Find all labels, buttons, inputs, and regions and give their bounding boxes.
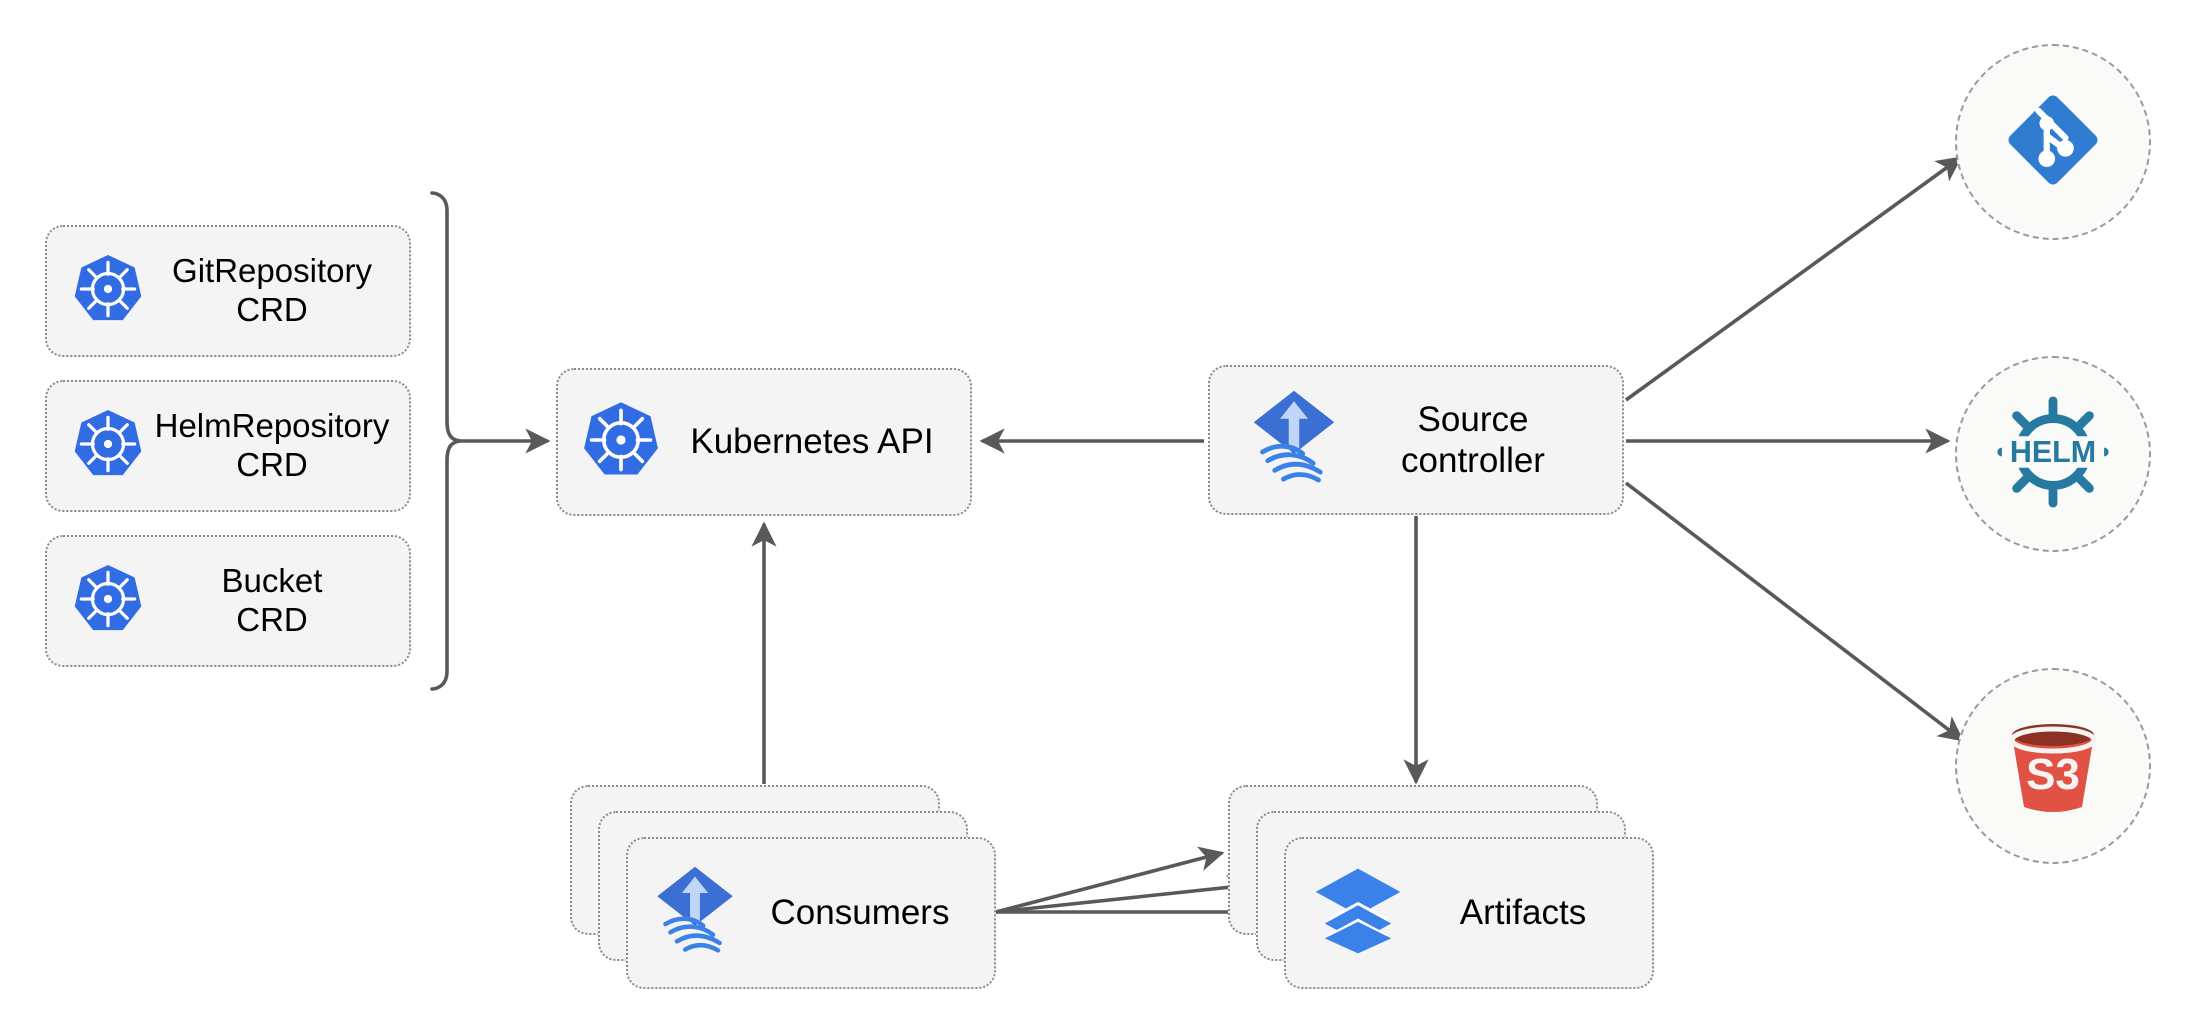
helm-wordmark: HELM [2010, 434, 2096, 468]
edge-source-controller-to-s3 [1624, 481, 1965, 742]
node-label: Kubernetes API [690, 422, 934, 462]
edge-consumers-to-artifacts-back [995, 846, 1225, 914]
node-helmrepository-crd[interactable]: HelmRepository CRD [45, 380, 411, 512]
node-kubernetes-api[interactable]: Kubernetes API [556, 368, 972, 516]
kubernetes-icon [71, 252, 145, 331]
node-label: Consumers [770, 893, 950, 933]
git-icon [2001, 88, 2105, 197]
kubernetes-icon [71, 407, 145, 486]
s3-icon: S3 [1998, 709, 2108, 824]
node-source-controller[interactable]: Source controller [1208, 365, 1624, 515]
crd-group-bracket [430, 191, 461, 691]
edge-consumers-to-artifacts-middle [995, 874, 1253, 914]
node-bucket-crd[interactable]: Bucket CRD [45, 535, 411, 667]
kubernetes-icon [71, 562, 145, 641]
node-label: Bucket CRD [221, 562, 323, 638]
node-label: Artifacts [1459, 893, 1587, 933]
edge-source-controller-to-git [1624, 156, 1963, 402]
flux-icon [654, 865, 736, 962]
node-label: Source controller [1401, 399, 1545, 480]
flux-icon [1250, 389, 1338, 492]
node-label: GitRepository CRD [172, 252, 372, 328]
node-label: HelmRepository CRD [154, 407, 390, 483]
node-helm-source[interactable]: HELM [1955, 356, 2151, 552]
node-gitrepository-crd[interactable]: GitRepository CRD [45, 225, 411, 357]
layers-icon [1312, 867, 1404, 960]
helm-icon: HELM [1994, 393, 2112, 516]
node-git-source[interactable] [1955, 44, 2151, 240]
node-consumers[interactable]: Consumers [626, 837, 996, 989]
node-s3-source[interactable]: S3 [1955, 668, 2151, 864]
node-artifacts[interactable]: Artifacts [1284, 837, 1654, 989]
s3-wordmark: S3 [2026, 750, 2080, 799]
kubernetes-icon [580, 399, 662, 486]
